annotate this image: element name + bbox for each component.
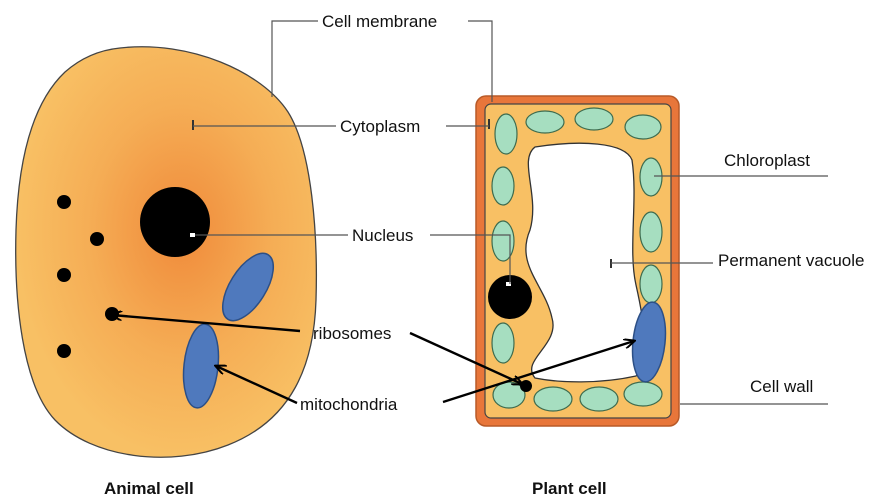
chloroplast: [640, 158, 662, 196]
label-permanent-vacuole: Permanent vacuole: [718, 251, 864, 270]
cell-membrane-leader-plant: [468, 21, 492, 102]
chloroplast: [492, 323, 514, 363]
label-chloroplast: Chloroplast: [724, 151, 810, 170]
label-ribosomes: ribosomes: [313, 324, 391, 343]
animal-ribosome-1: [57, 195, 71, 209]
chloroplast: [625, 115, 661, 139]
animal-ribosome-5: [57, 344, 71, 358]
plant-ribosome: [520, 380, 532, 392]
chloroplast: [526, 111, 564, 133]
animal-ribosome-2: [90, 232, 104, 246]
label-nucleus: Nucleus: [352, 226, 413, 245]
cell-membrane-leader-animal: [272, 21, 318, 97]
animal-nucleus-marker: [190, 233, 195, 237]
chloroplast: [624, 382, 662, 406]
chloroplast: [640, 212, 662, 252]
animal-cell: [16, 47, 317, 457]
animal-ribosome-3: [57, 268, 71, 282]
chloroplast: [495, 114, 517, 154]
label-cytoplasm: Cytoplasm: [340, 117, 420, 136]
animal-ribosome-4: [105, 307, 119, 321]
chloroplast: [575, 108, 613, 130]
label-cell-membrane: Cell membrane: [322, 12, 437, 31]
caption-animal-cell: Animal cell: [104, 479, 194, 498]
label-cell-wall: Cell wall: [750, 377, 813, 396]
chloroplast: [640, 265, 662, 303]
chloroplast: [580, 387, 618, 411]
chloroplast: [492, 221, 514, 261]
caption-plant-cell: Plant cell: [532, 479, 607, 498]
chloroplast: [492, 167, 514, 205]
label-mitochondria: mitochondria: [300, 395, 398, 414]
animal-nucleus: [140, 187, 210, 257]
chloroplast: [534, 387, 572, 411]
